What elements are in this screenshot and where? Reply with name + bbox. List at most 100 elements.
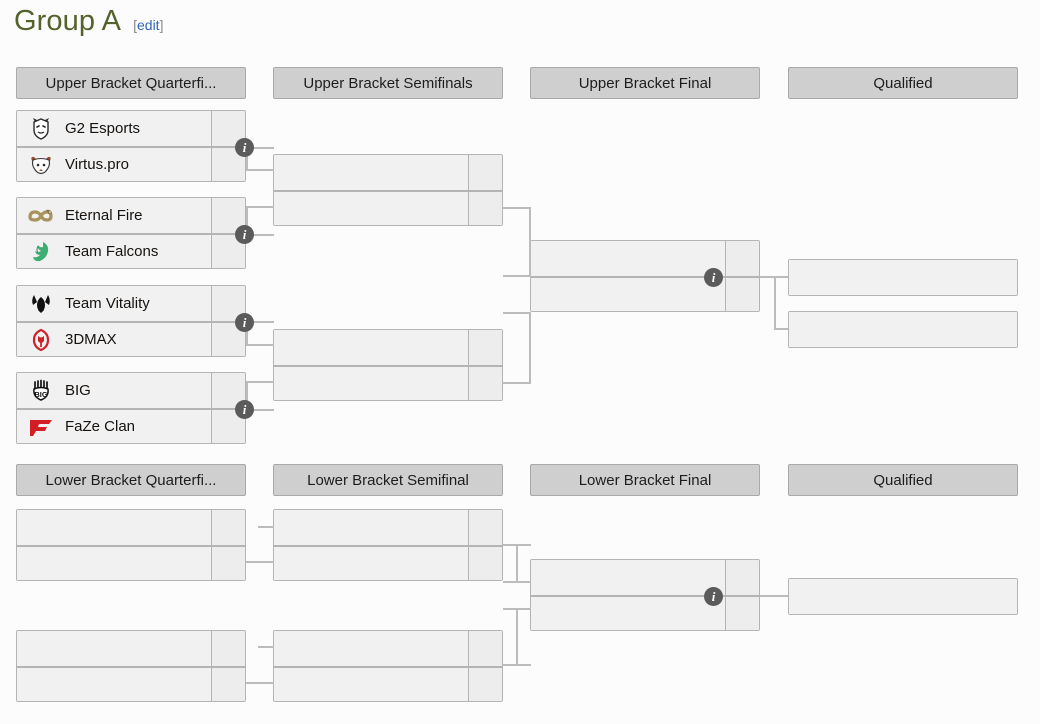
opponent-slot[interactable]: BIG BIG (17, 373, 211, 408)
opponent-slot[interactable] (17, 668, 211, 701)
match-row[interactable] (274, 545, 502, 580)
match-lower-qf-1[interactable] (16, 509, 246, 581)
match-row[interactable]: Virtus.pro (17, 146, 245, 181)
header-upper-bracket-semifinals[interactable]: Upper Bracket Semifinals (273, 67, 503, 99)
match-upper-final[interactable]: i (530, 240, 760, 312)
match-row[interactable]: Team Falcons (17, 233, 245, 268)
opponent-slot[interactable] (531, 560, 725, 595)
opponent-slot[interactable] (17, 510, 211, 545)
header-lower-bracket-quarterfinals[interactable]: Lower Bracket Quarterfi... (16, 464, 246, 496)
opponent-slot[interactable]: Team Falcons (17, 235, 211, 268)
opponent-slot[interactable] (531, 278, 725, 311)
score-cell (468, 330, 502, 365)
opponent-slot[interactable] (274, 192, 468, 225)
match-row[interactable] (531, 560, 759, 595)
header-upper-bracket-final[interactable]: Upper Bracket Final (530, 67, 760, 99)
opponent-slot[interactable] (789, 312, 1017, 347)
match-row[interactable]: Team Vitality (17, 286, 245, 321)
opponent-slot[interactable]: Virtus.pro (17, 148, 211, 181)
match-row[interactable] (274, 155, 502, 190)
opponent-slot[interactable] (274, 510, 468, 545)
opponent-slot[interactable] (274, 155, 468, 190)
match-row[interactable] (17, 545, 245, 580)
match-info-icon[interactable]: i (235, 313, 254, 332)
match-info-icon[interactable]: i (235, 225, 254, 244)
page-title-row: Group A [edit] (14, 7, 163, 36)
match-info-icon[interactable]: i (235, 138, 254, 157)
opponent-slot[interactable] (274, 367, 468, 400)
match-row[interactable] (531, 276, 759, 311)
opponent-slot[interactable]: 3DMAX (17, 323, 211, 356)
opponent-slot[interactable] (274, 330, 468, 365)
opponent-slot[interactable] (531, 241, 725, 276)
3dmax-logo (32, 328, 50, 351)
match-upper-qf-2[interactable]: Eternal Fire Team Falcons i (16, 197, 254, 269)
opponent-slot[interactable] (789, 579, 1017, 614)
opponent-slot[interactable] (274, 631, 468, 666)
opponent-slot[interactable]: FaZe Clan (17, 410, 211, 443)
edit-link-text[interactable]: edit (137, 17, 160, 33)
match-row[interactable] (17, 666, 245, 701)
match-info-icon[interactable]: i (704, 268, 723, 287)
team-name: 3DMAX (65, 331, 117, 348)
match-row[interactable]: Eternal Fire (17, 198, 245, 233)
match-lower-final[interactable]: i (530, 559, 760, 631)
team-name: Team Vitality (65, 295, 150, 312)
page-title: Group A (14, 5, 122, 37)
match-row[interactable]: 3DMAX (17, 321, 245, 356)
match-row[interactable] (789, 579, 1017, 614)
header-lower-bracket-semifinal[interactable]: Lower Bracket Semifinal (273, 464, 503, 496)
opponent-slot[interactable] (531, 597, 725, 630)
opponent-slot[interactable] (789, 260, 1017, 295)
header-upper-bracket-quarterfinals[interactable]: Upper Bracket Quarterfi... (16, 67, 246, 99)
opponent-slot[interactable]: Team Vitality (17, 286, 211, 321)
header-lower-bracket-qualified[interactable]: Qualified (788, 464, 1018, 496)
match-lower-qf-2[interactable] (16, 630, 246, 702)
virtus-pro-logo (31, 156, 51, 174)
team-name: BIG (65, 382, 91, 399)
match-upper-qf-1[interactable]: G2 Esports Virtus.pro i (16, 110, 254, 182)
score-cell (468, 367, 502, 400)
match-lower-sf-1[interactable] (273, 509, 503, 581)
match-upper-sf-2[interactable] (273, 329, 503, 401)
match-row[interactable]: FaZe Clan (17, 408, 245, 443)
match-row[interactable] (531, 595, 759, 630)
header-lower-bracket-final[interactable]: Lower Bracket Final (530, 464, 760, 496)
match-row[interactable]: BIG BIG (17, 373, 245, 408)
score-cell (211, 547, 245, 580)
opponent-slot[interactable] (17, 631, 211, 666)
qualified-slot-upper-2[interactable] (788, 311, 1018, 348)
score-cell (468, 192, 502, 225)
team-name: FaZe Clan (65, 418, 136, 435)
opponent-slot[interactable]: Eternal Fire (17, 198, 211, 233)
score-cell (725, 597, 759, 630)
qualified-slot-lower-1[interactable] (788, 578, 1018, 615)
match-upper-sf-1[interactable] (273, 154, 503, 226)
match-row[interactable] (17, 631, 245, 666)
opponent-slot[interactable] (274, 668, 468, 701)
match-row[interactable] (274, 190, 502, 225)
match-row[interactable] (531, 241, 759, 276)
match-upper-qf-3[interactable]: Team Vitality 3DMAX i (16, 285, 254, 357)
match-row[interactable] (789, 260, 1017, 295)
match-row[interactable] (274, 365, 502, 400)
header-upper-bracket-qualified[interactable]: Qualified (788, 67, 1018, 99)
match-row[interactable]: G2 Esports (17, 111, 245, 146)
match-info-icon[interactable]: i (235, 400, 254, 419)
opponent-slot[interactable]: G2 Esports (17, 111, 211, 146)
qualified-slot-upper-1[interactable] (788, 259, 1018, 296)
match-row[interactable] (274, 510, 502, 545)
opponent-slot[interactable] (274, 547, 468, 580)
score-cell (211, 668, 245, 701)
match-row[interactable] (789, 312, 1017, 347)
match-row[interactable] (274, 666, 502, 701)
match-row[interactable] (17, 510, 245, 545)
edit-link[interactable]: [edit] (133, 17, 163, 33)
match-row[interactable] (274, 631, 502, 666)
match-row[interactable] (274, 330, 502, 365)
match-info-icon[interactable]: i (704, 587, 723, 606)
opponent-slot[interactable] (17, 547, 211, 580)
match-upper-qf-4[interactable]: BIG BIG FaZe Clan i (16, 372, 254, 444)
match-lower-sf-2[interactable] (273, 630, 503, 702)
